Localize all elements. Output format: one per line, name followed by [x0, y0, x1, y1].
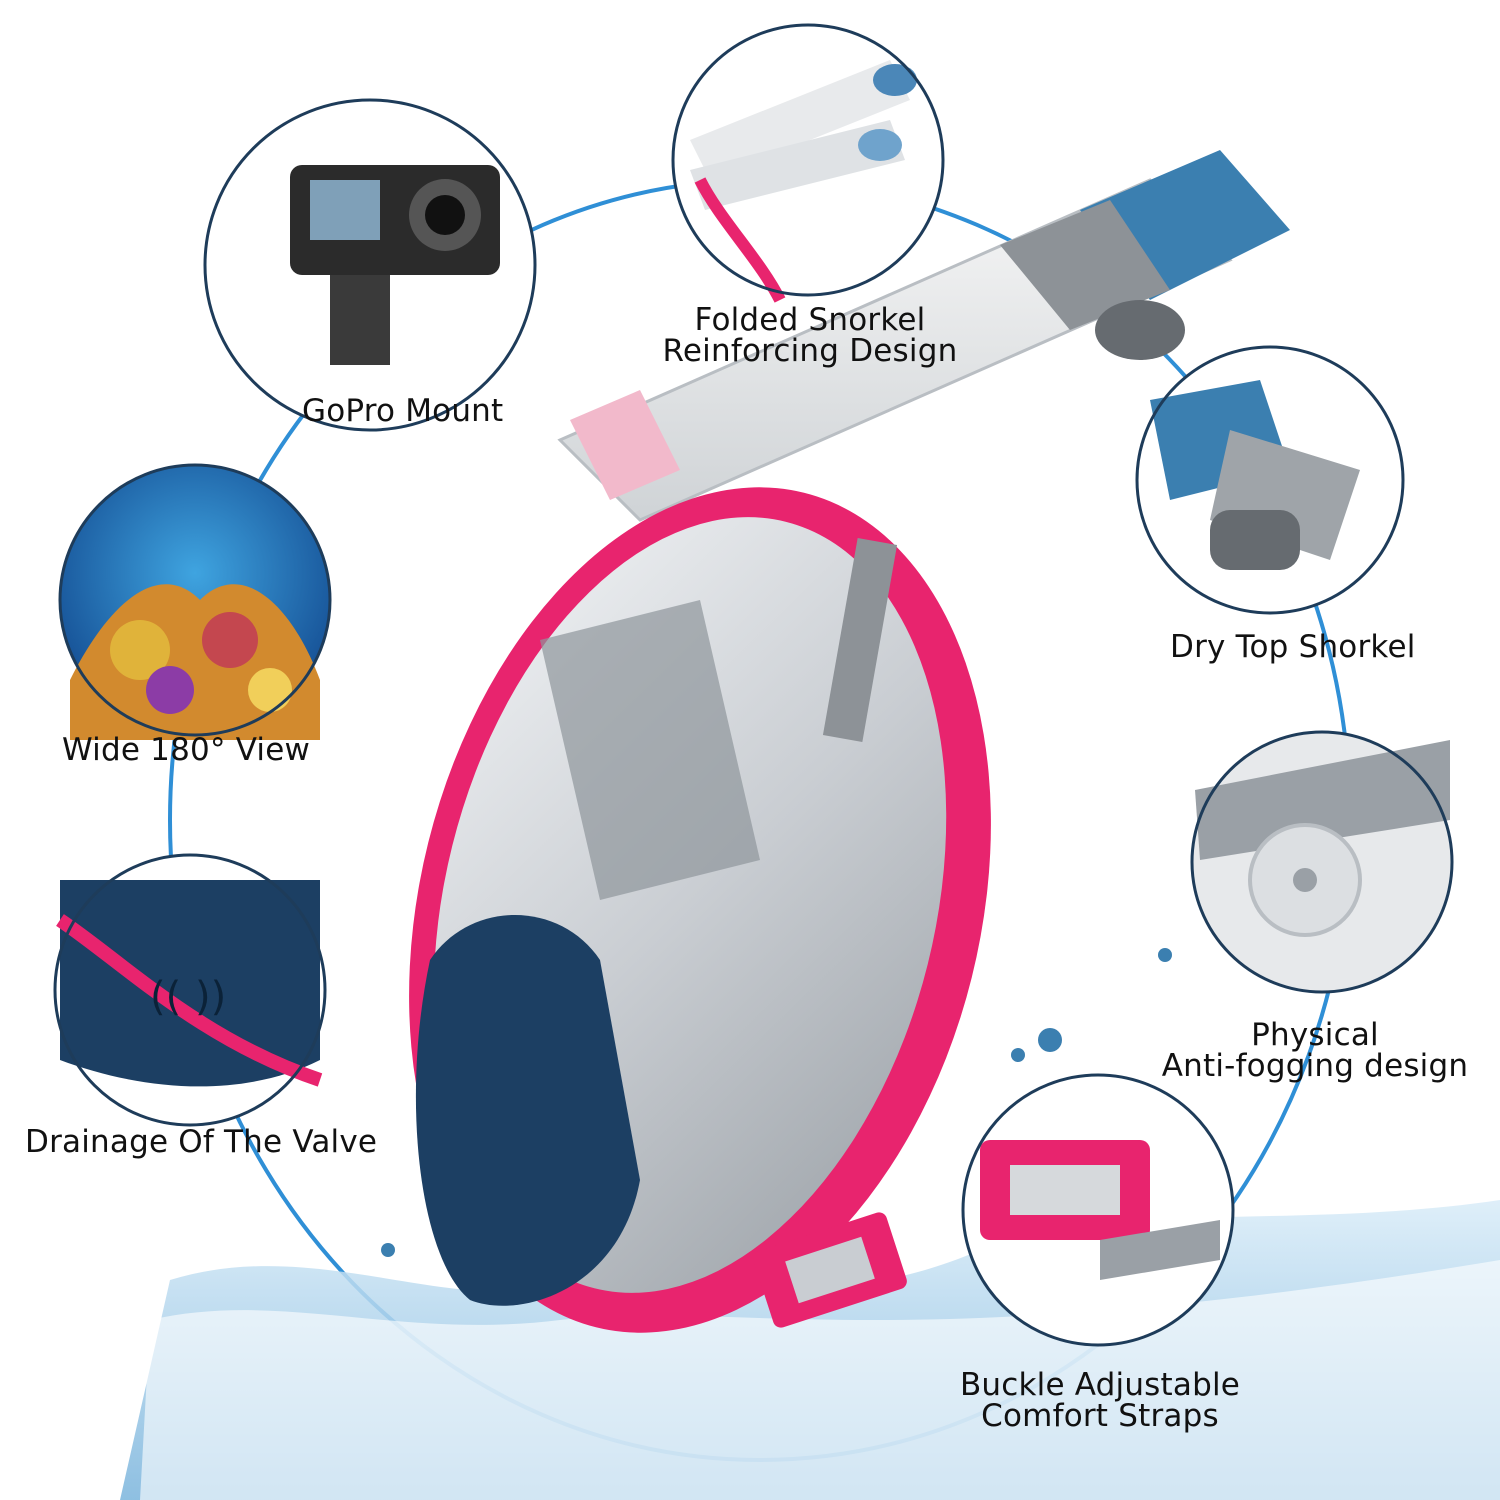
mask-body [409, 487, 991, 1333]
svg-text:((: (( [150, 974, 181, 1020]
label-gopro-mount: GoPro Mount [302, 393, 504, 429]
label-straps-line1: Buckle Adjustable [959, 1367, 1241, 1403]
chin-cup [415, 915, 640, 1306]
label-anti-fog: Physical Anti-fogging design [1150, 1020, 1480, 1082]
label-dry-top: Dry Top Shorkel [1170, 629, 1416, 665]
label-straps: Buckle Adjustable Comfort Straps [950, 1370, 1250, 1432]
drainage-valve-icon: (( )) [55, 855, 325, 1125]
label-anti-fog-line2: Anti-fogging design [1161, 1048, 1469, 1084]
svg-text:)): )) [195, 974, 226, 1020]
coral-reef-icon [60, 465, 330, 740]
label-folded-snorkel-line2: Reinforcing Design [662, 333, 958, 369]
label-anti-fog-line1: Physical [1251, 1017, 1379, 1053]
label-drainage: Drainage Of The Valve [25, 1124, 378, 1160]
label-straps-line2: Comfort Straps [981, 1398, 1219, 1434]
folded-snorkel-icon [673, 25, 943, 303]
anti-fog-valve-icon [1192, 732, 1452, 992]
buckle-strap-icon [963, 1075, 1233, 1345]
gopro-camera-icon [205, 100, 535, 430]
snorkel-tube [557, 150, 1290, 522]
label-folded-snorkel-line1: Folded Snorkel [694, 302, 926, 338]
dry-top-snorkel-icon [1137, 347, 1403, 613]
label-wide-view: Wide 180° View [62, 732, 311, 768]
label-folded-snorkel: Folded Snorkel Reinforcing Design [650, 305, 970, 367]
